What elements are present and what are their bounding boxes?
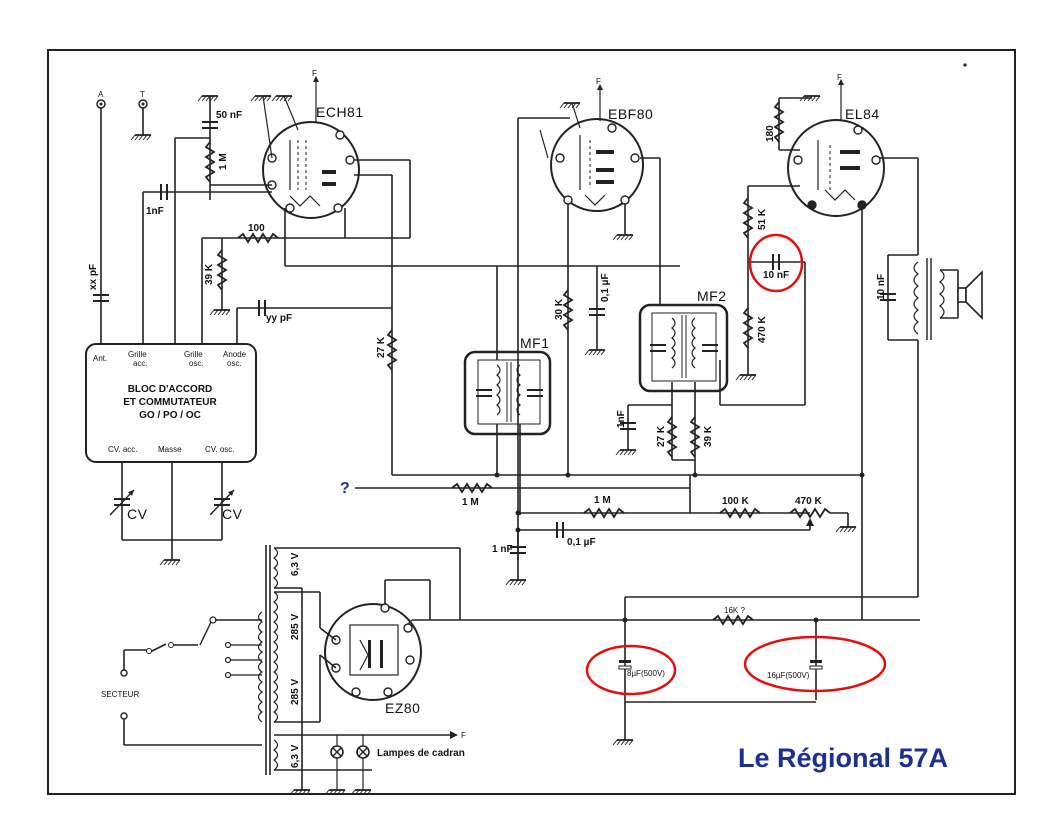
svg-text:Masse: Masse: [158, 445, 182, 454]
svg-text:1 M: 1 M: [594, 495, 611, 506]
svg-text:1 nF: 1 nF: [492, 544, 513, 555]
svg-text:50 nF: 50 nF: [216, 110, 242, 121]
svg-text:acc.: acc.: [133, 359, 148, 368]
svg-text:1 M: 1 M: [218, 153, 229, 170]
svg-text:Grille: Grille: [128, 350, 147, 359]
svg-text:30 K: 30 K: [554, 298, 565, 320]
page-border: [47, 49, 1016, 795]
svg-text:8µF(500V): 8µF(500V): [627, 669, 665, 678]
svg-text:F: F: [596, 77, 601, 86]
svg-text:51 K: 51 K: [757, 208, 768, 230]
highlight-8uf: [585, 644, 677, 696]
svg-text:EL84: EL84: [845, 106, 880, 122]
highlight-10nf: [748, 233, 804, 293]
mains-input: SECTEUR: [101, 616, 262, 746]
svg-text:MF1: MF1: [520, 335, 550, 351]
svg-text:yy pF: yy pF: [266, 313, 292, 324]
svg-text:100: 100: [248, 223, 265, 234]
antenna-terminal: A xx pF: [88, 90, 110, 345]
svg-text:T: T: [140, 90, 145, 99]
dial-lamps: Lampes de cadran: [324, 735, 465, 796]
svg-text:39 K: 39 K: [703, 425, 714, 447]
svg-text:CV: CV: [127, 506, 148, 522]
svg-text:39 K: 39 K: [204, 263, 215, 285]
svg-text:470 K: 470 K: [757, 316, 768, 343]
tube-el84: EL84 F: [787, 73, 885, 217]
svg-text:Lampes de cadran: Lampes de cadran: [377, 748, 465, 759]
svg-text:xx pF: xx pF: [88, 264, 99, 290]
tube-ebf80: EBF80 F: [550, 77, 653, 212]
svg-text:1nF: 1nF: [146, 206, 164, 217]
svg-text:27 K: 27 K: [656, 425, 667, 447]
svg-text:F: F: [837, 73, 842, 82]
output-transformer: [913, 258, 959, 340]
svg-text:1 M: 1 M: [462, 497, 479, 508]
transformer-mf1: MF1: [463, 335, 552, 436]
speaker-icon: [957, 270, 983, 320]
page-title: Le Régional 57A: [738, 743, 948, 773]
svg-text:A: A: [98, 90, 104, 99]
transformer-mf2: MF2: [638, 288, 729, 393]
svg-text:Anode: Anode: [223, 350, 247, 359]
svg-text:1nF: 1nF: [616, 410, 627, 428]
svg-text:EZ80: EZ80: [385, 700, 420, 716]
svg-text:100 K: 100 K: [722, 496, 749, 507]
svg-text:F: F: [312, 69, 317, 78]
svg-text:6,3 V: 6,3 V: [290, 552, 301, 576]
svg-text:Grille: Grille: [184, 350, 203, 359]
svg-text:285 V: 285 V: [290, 614, 301, 640]
svg-text:CV: CV: [222, 506, 243, 522]
svg-text:Ant.: Ant.: [93, 354, 107, 363]
tube-ech81: ECH81 F: [262, 69, 364, 219]
power-transformer: 6,3 V 285 V 285 V 6,3 V: [257, 545, 301, 775]
svg-text:F: F: [461, 731, 466, 740]
svg-text:osc.: osc.: [189, 359, 204, 368]
svg-text:EBF80: EBF80: [608, 106, 653, 122]
tube-ez80: EZ80: [324, 603, 422, 716]
svg-text:470 K: 470 K: [795, 496, 822, 507]
svg-text:SECTEUR: SECTEUR: [101, 690, 139, 699]
svg-text:27 K: 27 K: [376, 336, 387, 358]
svg-text:osc.: osc.: [227, 359, 242, 368]
svg-text:0,1 µF: 0,1 µF: [567, 537, 596, 548]
svg-text:180: 180: [765, 125, 776, 142]
earth-terminal: T: [130, 90, 152, 141]
svg-text:0,1 µF: 0,1 µF: [600, 273, 611, 302]
bloc-accord: Ant. Grille acc. Grille osc. Anode osc. …: [85, 343, 257, 463]
svg-text:?: ?: [340, 480, 350, 497]
svg-text:ECH81: ECH81: [316, 104, 364, 120]
svg-text:10 nF: 10 nF: [763, 270, 789, 281]
svg-text:16K ?: 16K ?: [724, 606, 745, 615]
svg-text:10 nF: 10 nF: [876, 274, 887, 300]
svg-text:CV. osc.: CV. osc.: [205, 445, 235, 454]
svg-text:6,3 V: 6,3 V: [290, 744, 301, 768]
highlight-16uf: [743, 635, 887, 693]
svg-text:MF2: MF2: [697, 288, 727, 304]
svg-text:16µF(500V): 16µF(500V): [767, 671, 810, 680]
svg-text:BLOC D'ACCORD: BLOC D'ACCORD: [128, 384, 213, 395]
svg-text:CV. acc.: CV. acc.: [108, 445, 138, 454]
svg-text:GO / PO / OC: GO / PO / OC: [139, 410, 201, 421]
svg-text:285 V: 285 V: [290, 679, 301, 705]
svg-text:ET COMMUTATEUR: ET COMMUTATEUR: [123, 397, 217, 408]
